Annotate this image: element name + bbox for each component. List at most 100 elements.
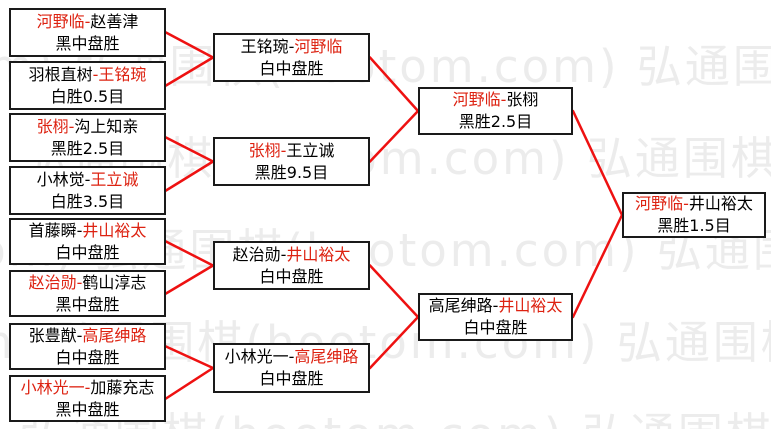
connector-line <box>164 345 215 370</box>
player-left: 赵治勋 <box>28 272 77 292</box>
player-right: 王铭琬 <box>98 64 147 84</box>
match-result: 黑中盘胜 <box>55 399 120 419</box>
match-players: 小林光一-加藤充志 <box>21 377 155 399</box>
player-right: 鹤山淳志 <box>82 272 147 292</box>
player-left: 张栩 <box>36 116 69 136</box>
match-box-round1-6: 赵治勋-鹤山淳志 黑中盘胜 <box>9 270 166 317</box>
match-result: 黑胜2.5目 <box>458 112 533 131</box>
match-box-semifinal-1: 河野临-张栩 黑胜2.5目 <box>418 87 573 135</box>
player-right: 加藤充志 <box>90 377 155 397</box>
connector-line <box>571 213 624 319</box>
player-left: 张栩 <box>248 140 281 160</box>
match-players: 张栩-王立诚 <box>249 140 335 162</box>
match-result: 白中盘胜 <box>55 242 120 262</box>
match-players: 赵治勋-井山裕太 <box>233 244 351 266</box>
connector-line <box>164 160 215 192</box>
match-result: 黑中盘胜 <box>55 294 120 314</box>
match-players: 高尾绅路-井山裕太 <box>429 295 563 317</box>
player-right: 井山裕太 <box>688 194 753 213</box>
match-box-semifinal-2: 高尾绅路-井山裕太 白中盘胜 <box>418 293 573 341</box>
match-result: 白胜0.5目 <box>50 86 125 106</box>
match-players: 河野临-井山裕太 <box>635 193 753 215</box>
dash-separator: - <box>288 347 295 366</box>
player-right: 张栩 <box>506 90 539 109</box>
match-players: 王铭琬-河野临 <box>241 36 343 58</box>
connector-line <box>368 109 420 163</box>
player-right: 王立诚 <box>90 169 139 189</box>
match-result: 黑胜9.5目 <box>254 162 329 182</box>
match-box-round1-8: 小林光一-加藤充志 黑中盘胜 <box>9 375 166 422</box>
match-players: 张豊猷-高尾绅路 <box>29 325 147 347</box>
dash-separator: - <box>84 169 91 189</box>
player-left: 高尾绅路 <box>428 296 493 315</box>
match-box-round2-3: 赵治勋-井山裕太 白中盘胜 <box>213 241 370 290</box>
match-result: 白中盘胜 <box>259 369 324 388</box>
player-right: 高尾绅路 <box>82 325 147 345</box>
connector-line <box>368 264 420 319</box>
player-left: 张豊猷 <box>28 325 77 345</box>
match-result: 黑胜2.5目 <box>50 138 125 158</box>
player-left: 河野临 <box>36 11 85 31</box>
player-left: 羽根直树 <box>28 64 93 84</box>
dash-separator: - <box>280 140 287 160</box>
dash-separator: - <box>84 11 91 31</box>
match-box-round2-1: 王铭琬-河野临 白中盘胜 <box>213 33 370 82</box>
dash-separator: - <box>76 272 83 292</box>
match-players: 河野临-张栩 <box>453 89 539 111</box>
player-right: 井山裕太 <box>82 220 147 240</box>
match-box-round1-4: 小林觉-王立诚 白胜3.5目 <box>9 166 166 215</box>
player-right: 井山裕太 <box>286 244 351 264</box>
match-players: 张栩-沟上知亲 <box>37 116 139 138</box>
dash-separator: - <box>84 377 91 397</box>
player-left: 首藤瞬 <box>28 220 77 240</box>
match-players: 赵治勋-鹤山淳志 <box>29 272 147 294</box>
dash-separator: - <box>500 90 507 109</box>
connector-line <box>368 56 420 113</box>
match-result: 白中盘胜 <box>463 318 528 337</box>
match-result: 黑中盘胜 <box>55 33 120 53</box>
match-players: 小林光一-高尾绅路 <box>225 346 359 368</box>
connector-line <box>164 136 215 163</box>
connector-line <box>164 366 215 400</box>
match-box-round1-2: 羽根直树-王铭琬 白胜0.5目 <box>9 61 166 110</box>
dash-separator: - <box>280 244 287 264</box>
match-box-round1-5: 首藤瞬-井山裕太 白中盘胜 <box>9 218 166 265</box>
match-players: 羽根直树-王铭琬 <box>29 64 147 86</box>
connector-line <box>164 56 215 87</box>
match-box-round1-7: 张豊猷-高尾绅路 白中盘胜 <box>9 323 166 370</box>
match-box-round2-4: 小林光一-高尾绅路 白中盘胜 <box>213 343 370 393</box>
match-box-round1-1: 河野临-赵善津 黑中盘胜 <box>9 8 166 57</box>
connector-line <box>164 240 215 267</box>
connector-line <box>368 315 420 370</box>
player-right: 井山裕太 <box>498 296 563 315</box>
player-left: 小林光一 <box>20 377 85 397</box>
player-left: 王铭琬 <box>240 36 289 56</box>
match-box-final: 河野临-井山裕太 黑胜1.5目 <box>622 192 766 238</box>
match-result: 白中盘胜 <box>259 266 324 286</box>
player-right: 沟上知亲 <box>74 116 139 136</box>
connector-line <box>571 109 624 217</box>
player-right: 王立诚 <box>286 140 335 160</box>
dash-separator: - <box>76 325 83 345</box>
player-right: 赵善津 <box>90 11 139 31</box>
dash-separator: - <box>492 296 499 315</box>
player-right: 河野临 <box>294 36 343 56</box>
match-box-round2-2: 张栩-王立诚 黑胜9.5目 <box>213 137 370 186</box>
player-left: 小林觉 <box>36 169 85 189</box>
player-left: 小林光一 <box>224 347 289 366</box>
dash-separator: - <box>683 194 689 213</box>
match-box-round1-3: 张栩-沟上知亲 黑胜2.5目 <box>9 113 166 162</box>
player-left: 赵治勋 <box>232 244 281 264</box>
player-right: 高尾绅路 <box>294 347 359 366</box>
match-result: 白胜3.5目 <box>50 191 125 211</box>
connector-line <box>164 31 215 59</box>
match-players: 小林觉-王立诚 <box>37 169 139 191</box>
dash-separator: - <box>288 36 295 56</box>
match-result: 黑胜1.5目 <box>657 216 731 235</box>
dash-separator: - <box>68 116 75 136</box>
match-players: 首藤瞬-井山裕太 <box>29 220 147 242</box>
player-left: 河野临 <box>635 194 684 213</box>
connector-line <box>164 264 215 295</box>
match-result: 白中盘胜 <box>259 58 324 78</box>
